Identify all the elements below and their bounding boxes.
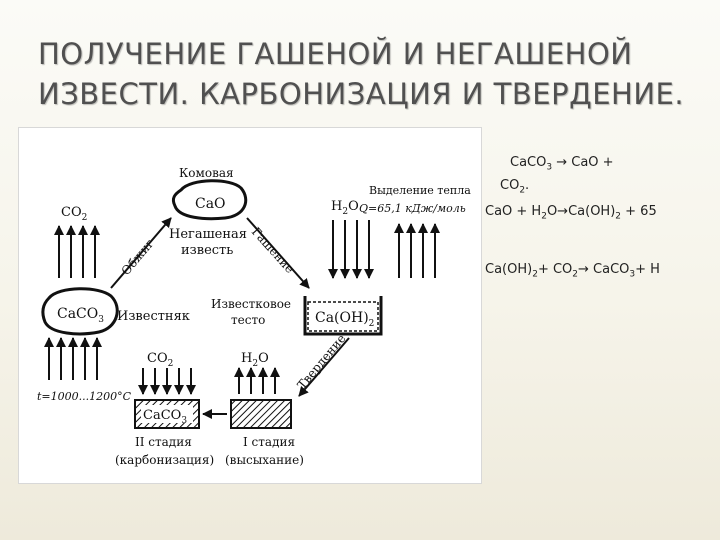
title-line-1: ПОЛУЧЕНИЕ ГАШЕНОЙ И НЕГАШЕНОЙ [38,37,633,71]
label-obzhig: Обжиг [119,236,157,277]
label-heat-1: Выделение тепла [369,184,471,197]
tverdenie-arrow [298,337,350,397]
equation-3: Ca(OH)2+ CO2→ CaCO3+ H [485,262,660,280]
label-co2-bottom: CO2 [147,351,173,369]
co2-down-arrows-bottom [138,368,196,395]
label-stage1-1: I стадия [243,435,295,449]
label-komovaya: Комовая [179,166,234,180]
label-h2o-top: H2O [331,199,359,217]
equation-2: CaO + H2O→Ca(OH)2 + 65 [485,204,657,222]
label-stage2-1: II стадия [135,435,192,449]
label-stage2-2: (карбонизация) [115,453,214,467]
label-izvestnyak: Известняк [117,309,190,324]
label-izvestkovoe-1: Известковое [211,297,291,311]
heating-up-arrows [44,337,102,380]
obzhig-arrow [110,217,172,289]
label-temperature: t=1000...1200°C [37,390,132,403]
label-heat-2: Q=65,1 кДж/моль [359,202,466,215]
cao-lump-shape [171,179,248,221]
label-h2o-bottom: H2O [241,351,269,369]
label-gashenie: Гашение [249,225,297,276]
equation-1-line-1: CaCO3 → CaO + [510,155,614,173]
label-caco3-bottom: CaCO3 [143,408,187,426]
h2o-down-arrows-top [328,220,374,279]
paste-container [303,296,383,336]
paste-fill [307,301,379,332]
label-negashenaya-2: известь [181,243,233,258]
label-cao: CaO [195,196,226,212]
heat-up-arrows [394,223,440,278]
label-tverdenie: Твердение [295,331,349,391]
label-stage1-2: (высыхание) [225,453,304,467]
caco3-limestone-shape [41,287,119,336]
diagram-svg: Комовая CaO Негашеная известь CO2 H2O Вы… [37,166,471,467]
label-caoh2: Ca(OH)2 [315,310,374,329]
lime-cycle-diagram: Комовая CaO Негашеная известь CO2 H2O Вы… [18,127,482,484]
equation-1-line-2: CO2. [500,178,530,196]
label-co2-top: CO2 [61,205,87,223]
label-negashenaya-1: Негашеная [169,227,247,242]
slide-title: ПОЛУЧЕНИЕ ГАШЕНОЙ И НЕГАШЕНОЙ ИЗВЕСТИ. К… [38,34,698,114]
co2-up-arrows-left [54,225,100,278]
dried-paste-block [230,399,292,429]
gashenie-arrow [246,217,310,289]
label-izvestkovoe-2: тесто [231,313,265,327]
caco3-block-label-bg [141,405,193,423]
h2o-up-arrows-bottom [234,367,280,394]
title-line-2: ИЗВЕСТИ. КАРБОНИЗАЦИЯ И ТВЕРДЕНИЕ. [38,77,685,111]
label-caco3-left: CaCO3 [57,306,104,325]
